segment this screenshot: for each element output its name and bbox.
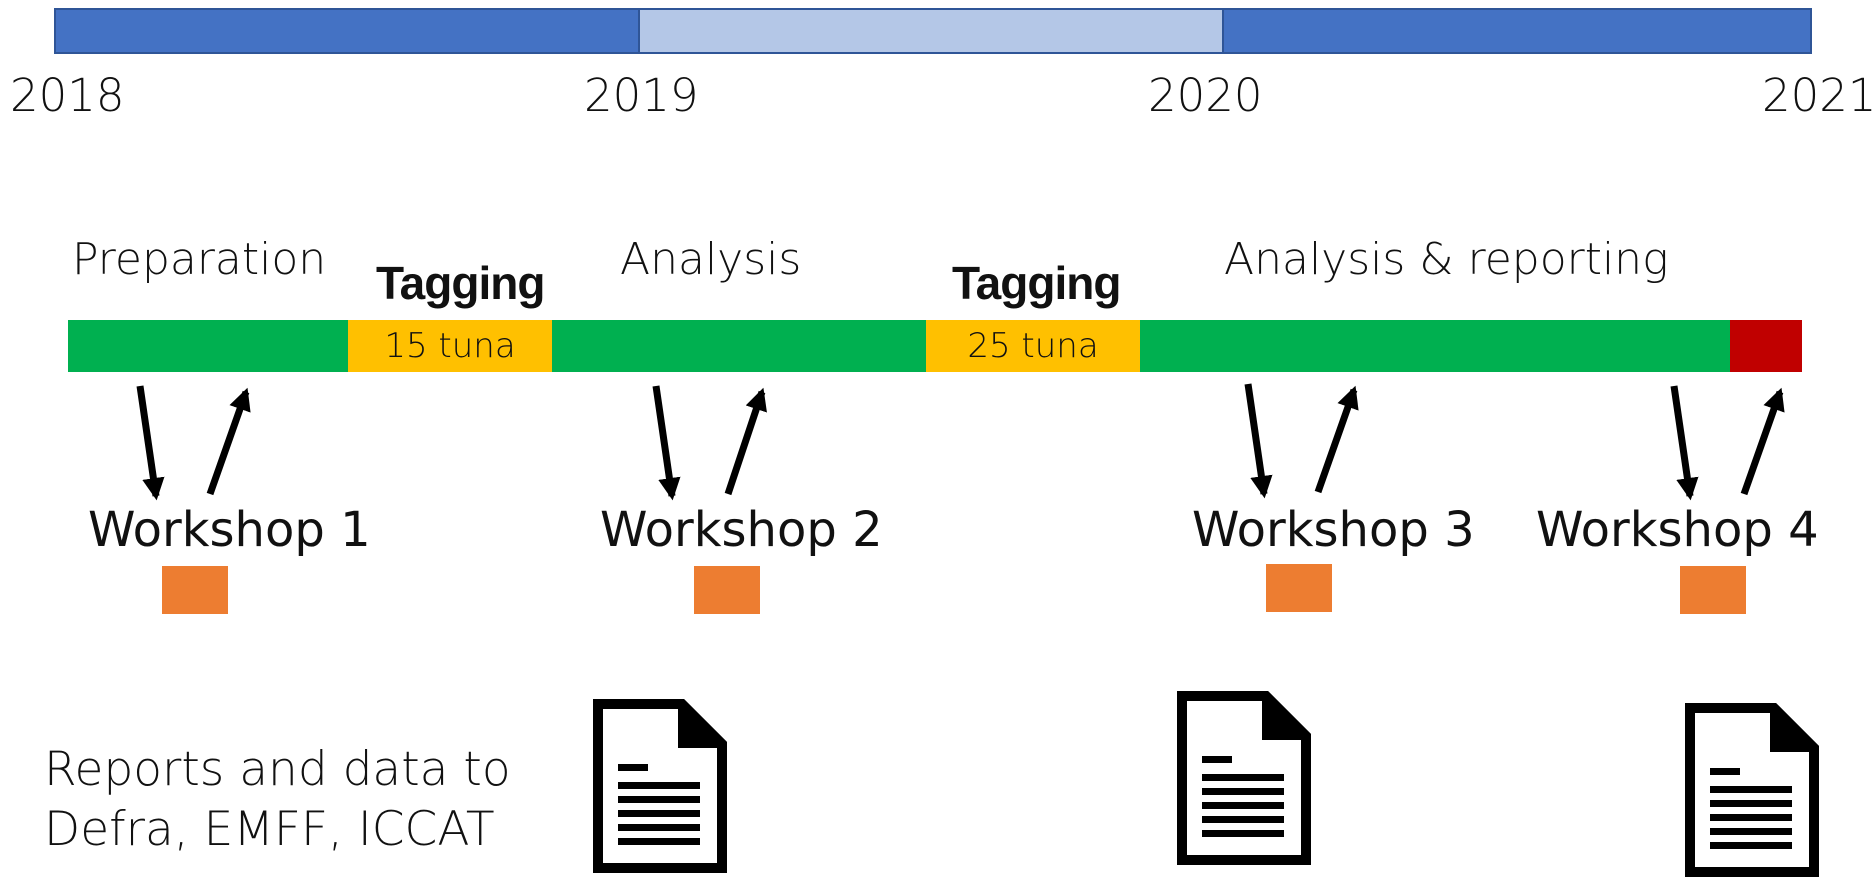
workshop-marker-2 [694,566,760,614]
phase-segment-final [1730,320,1802,372]
arrow-down-icon [1244,383,1273,499]
year-label-2019: 2019 [584,69,699,122]
workshop-label-2: Workshop 2 [600,502,883,558]
phase-segment-analysis [552,320,926,372]
phase-label-tagging-2: Tagging [952,257,1121,309]
year-segment-2020 [1222,8,1812,54]
reports-caption-line-1: Reports and data to [44,742,511,797]
reports-caption: Reports and data to Defra, EMFF, ICCAT [44,740,511,860]
year-segment-2018 [54,8,640,54]
workshop-label-3: Workshop 3 [1192,502,1475,558]
year-label-2020: 2020 [1148,69,1263,122]
workshop-marker-1 [162,566,228,614]
workshop-marker-4 [1680,566,1746,614]
phase-segment-tagging-2 [926,320,1140,372]
arrow-down-icon [652,385,681,501]
arrow-up-icon [206,387,251,496]
workshop-label-4: Workshop 4 [1536,502,1819,558]
reports-caption-line-2: Defra, EMFF, ICCAT [44,802,495,857]
phase-segment-analysis-reporting [1140,320,1730,372]
document-icon [1177,691,1311,865]
year-label-2018: 2018 [10,69,125,122]
year-segment-2019 [638,8,1224,54]
tagging-1-count: 15 tuna [384,326,516,366]
year-label-2021: 2021 [1762,69,1872,122]
workshop-marker-3 [1266,564,1332,612]
document-icon [1685,703,1819,877]
phase-segment-tagging-1 [348,320,552,372]
document-icon [593,699,727,873]
phase-label-analysis-reporting: Analysis & reporting [1224,234,1669,285]
workshop-label-1: Workshop 1 [88,502,371,558]
phase-segment-preparation [68,320,348,372]
phase-label-analysis: Analysis [620,234,802,285]
arrow-up-icon [1740,387,1785,496]
arrow-down-icon [136,385,165,501]
phase-label-tagging-1: Tagging [376,257,545,309]
arrow-up-icon [1314,385,1359,494]
phase-label-preparation: Preparation [72,234,327,285]
tagging-2-count: 25 tuna [967,326,1099,366]
arrow-down-icon [1670,385,1699,501]
arrow-up-icon [724,387,767,496]
